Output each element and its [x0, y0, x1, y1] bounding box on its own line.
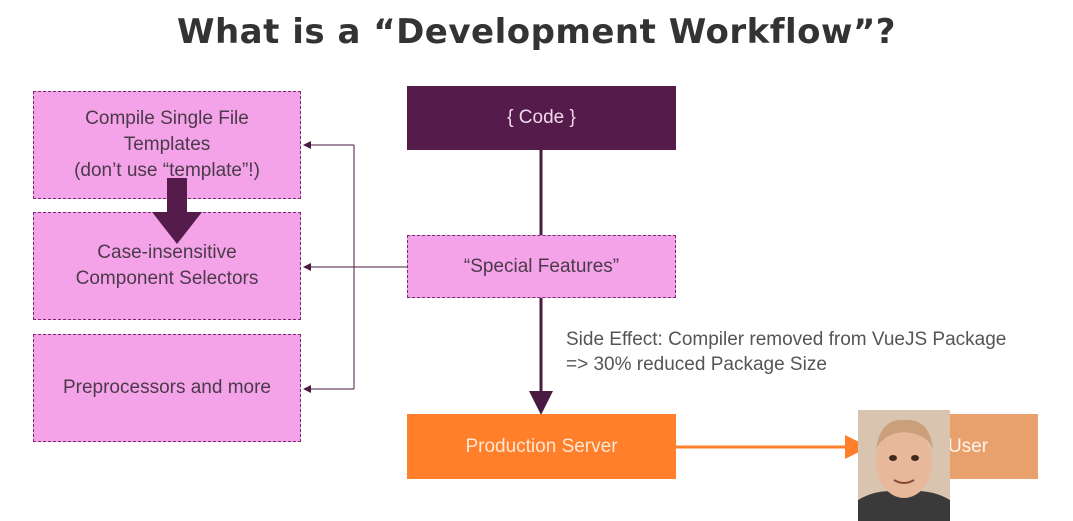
- preprocessors-box: Preprocessors and more: [33, 334, 301, 442]
- case-line-2: Component Selectors: [75, 268, 259, 289]
- code-label: { Code }: [507, 107, 576, 128]
- down-arrow-icon: [152, 178, 202, 244]
- preprocessors-label: Preprocessors and more: [62, 377, 272, 398]
- compile-line-1: Compile Single File: [85, 108, 249, 129]
- special-features-box: “Special Features”: [407, 235, 676, 298]
- production-server-label: Production Server: [465, 435, 618, 457]
- compile-line-2: Templates: [123, 134, 211, 155]
- side-effect-note: Side Effect: Compiler removed from VueJS…: [566, 327, 1006, 377]
- code-box: { Code }: [407, 86, 676, 150]
- case-line-1: Case-insensitive: [97, 242, 237, 263]
- compile-line-3: (don’t use “template”!): [74, 160, 260, 181]
- special-features-label: “Special Features”: [463, 255, 620, 277]
- user-label: User: [947, 435, 989, 457]
- side-effect-line-2: => 30% reduced Package Size: [566, 354, 827, 375]
- production-server-box: Production Server: [407, 414, 676, 479]
- presenter-webcam: [858, 410, 950, 521]
- slide-title: What is a “Development Workflow”?: [176, 12, 897, 52]
- side-effect-line-1: Side Effect: Compiler removed from VueJS…: [566, 329, 1007, 350]
